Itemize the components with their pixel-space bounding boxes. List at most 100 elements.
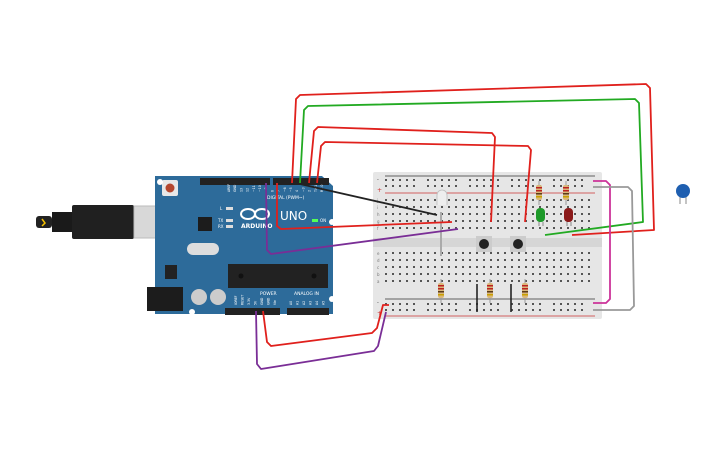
breadboard-hole[interactable] xyxy=(413,206,415,208)
breadboard-hole[interactable] xyxy=(518,213,520,215)
breadboard-hole[interactable] xyxy=(497,227,499,229)
breadboard-hole[interactable] xyxy=(469,213,471,215)
breadboard-hole[interactable] xyxy=(392,179,394,181)
pushbutton-1[interactable] xyxy=(476,236,492,252)
breadboard-hole[interactable] xyxy=(504,259,506,261)
breadboard-hole[interactable] xyxy=(455,303,457,305)
breadboard-hole[interactable] xyxy=(476,252,478,254)
breadboard-hole[interactable] xyxy=(469,303,471,305)
breadboard-hole[interactable] xyxy=(476,266,478,268)
breadboard-hole[interactable] xyxy=(427,179,429,181)
breadboard-hole[interactable] xyxy=(581,213,583,215)
breadboard-hole[interactable] xyxy=(539,206,541,208)
breadboard-hole[interactable] xyxy=(448,213,450,215)
breadboard-hole[interactable] xyxy=(525,220,527,222)
breadboard-hole[interactable] xyxy=(385,252,387,254)
breadboard-hole[interactable] xyxy=(560,309,562,311)
breadboard-hole[interactable] xyxy=(392,220,394,222)
breadboard-hole[interactable] xyxy=(532,273,534,275)
breadboard-hole[interactable] xyxy=(532,213,534,215)
breadboard-hole[interactable] xyxy=(392,213,394,215)
breadboard-hole[interactable] xyxy=(392,303,394,305)
breadboard-hole[interactable] xyxy=(420,213,422,215)
breadboard-hole[interactable] xyxy=(406,199,408,201)
breadboard-hole[interactable] xyxy=(553,266,555,268)
breadboard-hole[interactable] xyxy=(546,252,548,254)
breadboard-hole[interactable] xyxy=(406,206,408,208)
breadboard-hole[interactable] xyxy=(462,252,464,254)
breadboard-hole[interactable] xyxy=(588,266,590,268)
breadboard-hole[interactable] xyxy=(420,266,422,268)
breadboard-hole[interactable] xyxy=(553,213,555,215)
breadboard-hole[interactable] xyxy=(385,273,387,275)
breadboard-hole[interactable] xyxy=(567,273,569,275)
breadboard-hole[interactable] xyxy=(518,185,520,187)
breadboard-hole[interactable] xyxy=(581,199,583,201)
resistor[interactable] xyxy=(522,279,528,303)
breadboard-hole[interactable] xyxy=(427,206,429,208)
breadboard-hole[interactable] xyxy=(588,206,590,208)
breadboard-hole[interactable] xyxy=(511,303,513,305)
breadboard-hole[interactable] xyxy=(567,259,569,261)
breadboard-hole[interactable] xyxy=(511,227,513,229)
wire-red-5[interactable] xyxy=(262,304,389,347)
breadboard-hole[interactable] xyxy=(546,227,548,229)
breadboard-hole[interactable] xyxy=(588,273,590,275)
breadboard-hole[interactable] xyxy=(525,266,527,268)
breadboard-hole[interactable] xyxy=(504,266,506,268)
breadboard-hole[interactable] xyxy=(469,252,471,254)
breadboard-hole[interactable] xyxy=(399,227,401,229)
breadboard-hole[interactable] xyxy=(420,227,422,229)
breadboard-hole[interactable] xyxy=(420,259,422,261)
breadboard-hole[interactable] xyxy=(574,220,576,222)
breadboard-hole[interactable] xyxy=(399,273,401,275)
breadboard-hole[interactable] xyxy=(448,266,450,268)
breadboard-hole[interactable] xyxy=(406,280,408,282)
breadboard-hole[interactable] xyxy=(483,280,485,282)
breadboard-hole[interactable] xyxy=(588,220,590,222)
breadboard-hole[interactable] xyxy=(399,280,401,282)
breadboard-hole[interactable] xyxy=(434,309,436,311)
breadboard-hole[interactable] xyxy=(476,220,478,222)
breadboard-hole[interactable] xyxy=(434,179,436,181)
breadboard-hole[interactable] xyxy=(406,179,408,181)
breadboard-hole[interactable] xyxy=(511,266,513,268)
breadboard-hole[interactable] xyxy=(427,273,429,275)
breadboard-hole[interactable] xyxy=(469,206,471,208)
breadboard-hole[interactable] xyxy=(434,252,436,254)
breadboard-hole[interactable] xyxy=(532,259,534,261)
breadboard-hole[interactable] xyxy=(511,220,513,222)
breadboard-hole[interactable] xyxy=(532,266,534,268)
breadboard-hole[interactable] xyxy=(560,213,562,215)
breadboard-hole[interactable] xyxy=(518,303,520,305)
breadboard-hole[interactable] xyxy=(574,185,576,187)
breadboard-hole[interactable] xyxy=(525,252,527,254)
ceramic-capacitor[interactable] xyxy=(676,184,690,204)
breadboard-hole[interactable] xyxy=(392,266,394,268)
breadboard-hole[interactable] xyxy=(497,303,499,305)
breadboard-hole[interactable] xyxy=(553,206,555,208)
breadboard-hole[interactable] xyxy=(427,220,429,222)
breadboard-hole[interactable] xyxy=(581,266,583,268)
breadboard-hole[interactable] xyxy=(434,199,436,201)
breadboard-hole[interactable] xyxy=(385,199,387,201)
breadboard-hole[interactable] xyxy=(518,252,520,254)
breadboard-hole[interactable] xyxy=(518,227,520,229)
breadboard-hole[interactable] xyxy=(539,179,541,181)
breadboard-hole[interactable] xyxy=(462,266,464,268)
breadboard-hole[interactable] xyxy=(581,259,583,261)
breadboard-hole[interactable] xyxy=(483,199,485,201)
breadboard-hole[interactable] xyxy=(462,280,464,282)
breadboard-hole[interactable] xyxy=(511,199,513,201)
breadboard-hole[interactable] xyxy=(469,309,471,311)
wire-purple-2[interactable] xyxy=(255,310,387,370)
breadboard-hole[interactable] xyxy=(497,213,499,215)
breadboard-hole[interactable] xyxy=(455,220,457,222)
breadboard-hole[interactable] xyxy=(567,280,569,282)
breadboard-hole[interactable] xyxy=(406,220,408,222)
breadboard-hole[interactable] xyxy=(497,252,499,254)
breadboard-hole[interactable] xyxy=(483,252,485,254)
breadboard-hole[interactable] xyxy=(560,220,562,222)
breadboard-hole[interactable] xyxy=(448,220,450,222)
